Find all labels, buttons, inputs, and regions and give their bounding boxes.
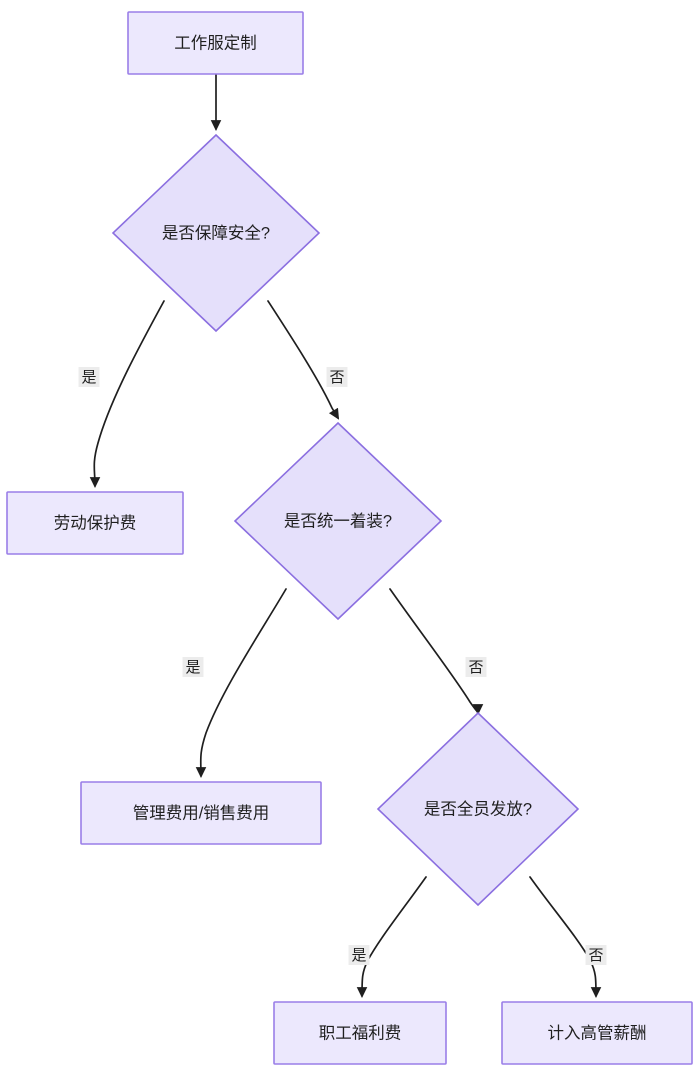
node-result_executive_pay[interactable]: 计入高管薪酬: [501, 1001, 693, 1065]
edge-label-edge-uniform-no: 否: [465, 657, 487, 677]
node-shape-rect: [273, 1001, 447, 1065]
edge-label-edge-safety-yes: 是: [78, 367, 100, 387]
node-shape-rect: [80, 781, 322, 845]
edge-label-text: 否: [329, 369, 344, 386]
edge-label-text: 是: [81, 369, 96, 386]
node-start[interactable]: 工作服定制: [127, 11, 304, 75]
node-decision_all_staff[interactable]: 是否全员发放?: [376, 711, 580, 907]
node-label-decision_safety: 是否保障安全?: [162, 223, 270, 242]
node-label-decision_all_staff: 是否全员发放?: [424, 799, 532, 818]
node-decision_uniform[interactable]: 是否统一着装?: [233, 421, 443, 621]
edge-label-chip: [182, 657, 204, 677]
node-label-result_admin_sales: 管理费用/销售费用: [133, 803, 270, 822]
node-shape-rect: [127, 11, 304, 75]
node-label-result_welfare: 职工福利费: [319, 1023, 402, 1042]
node-shape-diamond: [111, 133, 321, 333]
edge-uniform-yes: [195, 588, 287, 779]
edge-label-chip: [78, 367, 100, 387]
node-shape-rect: [501, 1001, 693, 1065]
node-shape-diamond: [376, 711, 580, 907]
edge-label-edge-allstaff-yes: 是: [348, 945, 370, 965]
edges-layer: [89, 73, 602, 999]
node-shape-diamond: [233, 421, 443, 621]
node-result_labor_protection[interactable]: 劳动保护费: [6, 491, 184, 555]
node-label-result_executive_pay: 计入高管薪酬: [548, 1023, 647, 1042]
edge-label-text: 否: [468, 659, 483, 676]
edge-label-edge-allstaff-no: 否: [585, 945, 607, 965]
edge-allstaff-yes: [356, 876, 427, 999]
node-decision_safety[interactable]: 是否保障安全?: [111, 133, 321, 333]
edge-label-edge-safety-no: 否: [326, 367, 348, 387]
edge-safety-no: [267, 300, 340, 420]
node-label-start: 工作服定制: [174, 33, 257, 52]
edge-label-text: 是: [351, 947, 366, 964]
edge-labels-layer: 是否是否是否: [78, 367, 607, 965]
edge-label-edge-uniform-yes: 是: [182, 657, 204, 677]
node-result_welfare[interactable]: 职工福利费: [273, 1001, 447, 1065]
edge-label-chip: [465, 657, 487, 677]
edge-label-text: 是: [185, 659, 200, 676]
edge-label-chip: [585, 945, 607, 965]
edge-label-text: 否: [588, 947, 603, 964]
edge-uniform-no: [389, 588, 484, 716]
node-result_admin_sales[interactable]: 管理费用/销售费用: [80, 781, 322, 845]
edge-safety-yes: [89, 300, 165, 489]
node-label-decision_uniform: 是否统一着装?: [284, 511, 392, 530]
edge-allstaff-no: [529, 876, 602, 999]
edge-label-chip: [348, 945, 370, 965]
node-label-result_labor_protection: 劳动保护费: [54, 513, 137, 532]
edge-label-chip: [326, 367, 348, 387]
node-shape-rect: [6, 491, 184, 555]
